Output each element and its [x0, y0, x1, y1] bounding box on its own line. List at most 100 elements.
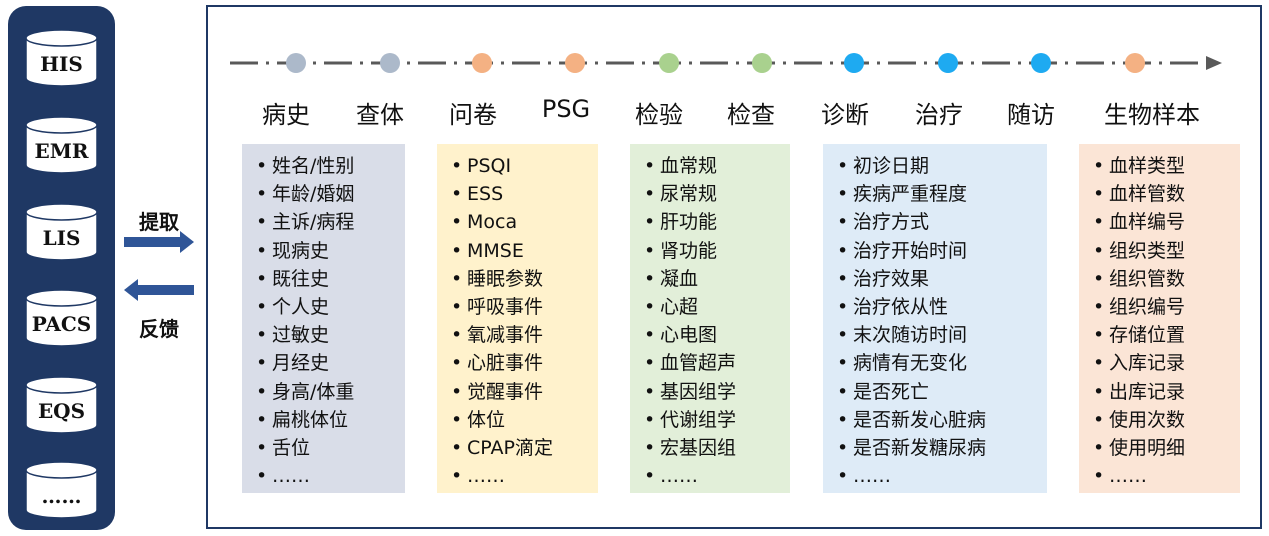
extract-label: 提取 — [139, 210, 179, 234]
list-item: 肾功能 — [644, 237, 782, 265]
list-item: 氧减事件 — [451, 321, 590, 349]
category-psg: PSG — [541, 95, 591, 123]
database-icon — [25, 289, 98, 347]
data-source-panel: HIS EMR LIS PACS EQS …… — [8, 6, 115, 530]
list-box-history-exam: 姓名/性别年龄/婚姻主诉/病程现病史既往史个人史过敏史月经史身高/体重扁桃体位舌… — [242, 144, 405, 493]
source-label: HIS — [40, 52, 83, 76]
database-icon — [25, 29, 98, 87]
list-item: 血样类型 — [1093, 152, 1232, 180]
source-emr: EMR — [24, 115, 99, 175]
list-item: 基因组学 — [644, 378, 782, 406]
bullet-list: 血常规尿常规肝功能肾功能凝血心超心电图血管超声基因组学代谢组学宏基因组…… — [644, 152, 782, 490]
list-item: 病情有无变化 — [837, 349, 1039, 377]
timeline — [230, 53, 1222, 73]
list-item: …… — [451, 462, 590, 490]
list-item: 尿常规 — [644, 180, 782, 208]
list-item: 呼吸事件 — [451, 293, 590, 321]
bullet-list: 血样类型血样管数血样编号组织类型组织管数组织编号存储位置入库记录出库记录使用次数… — [1093, 152, 1232, 490]
database-icon — [25, 461, 98, 519]
category-lab-test: 检验 — [635, 101, 683, 129]
list-item: 治疗方式 — [837, 208, 1039, 236]
list-item: 既往史 — [256, 265, 397, 293]
list-item: 使用明细 — [1093, 434, 1232, 462]
category-questionnaire: 问卷 — [449, 101, 497, 129]
source-his: HIS — [24, 28, 99, 88]
timeline-dot — [286, 53, 306, 73]
list-item: Moca — [451, 208, 590, 236]
timeline-arrowhead-icon — [1206, 56, 1222, 70]
list-item: …… — [1093, 462, 1232, 490]
list-box-lab-exam: 血常规尿常规肝功能肾功能凝血心超心电图血管超声基因组学代谢组学宏基因组…… — [630, 144, 790, 493]
list-item: 凝血 — [644, 265, 782, 293]
list-box-questionnaire-psg: PSQIESSMocaMMSE睡眠参数呼吸事件氧减事件心脏事件觉醒事件体位CPA… — [437, 144, 598, 493]
list-item: 血常规 — [644, 152, 782, 180]
list-item: 扁桃体位 — [256, 406, 397, 434]
list-item: 宏基因组 — [644, 434, 782, 462]
list-item: 觉醒事件 — [451, 378, 590, 406]
source-label: EMR — [34, 139, 89, 163]
list-item: 治疗开始时间 — [837, 237, 1039, 265]
list-item: …… — [256, 462, 397, 490]
list-item: 存储位置 — [1093, 321, 1232, 349]
list-item: 代谢组学 — [644, 406, 782, 434]
category-examination: 检查 — [727, 101, 775, 129]
feedback-label: 反馈 — [139, 317, 179, 341]
list-item: 血样编号 — [1093, 208, 1232, 236]
list-item: 组织管数 — [1093, 265, 1232, 293]
database-icon — [25, 203, 98, 261]
list-item: 入库记录 — [1093, 349, 1232, 377]
list-item: 心电图 — [644, 321, 782, 349]
source-label: EQS — [37, 399, 86, 423]
list-item: 主诉/病程 — [256, 208, 397, 236]
list-item: 体位 — [451, 406, 590, 434]
timeline-dot — [1031, 53, 1051, 73]
list-item: 出库记录 — [1093, 378, 1232, 406]
category-followup: 随访 — [1007, 101, 1055, 129]
source-more: …… — [24, 460, 99, 520]
database-icon — [25, 376, 98, 434]
list-item: 月经史 — [256, 349, 397, 377]
data-content-frame: 病史 查体 问卷 PSG 检验 检查 诊断 治疗 随访 生物样本 姓名/性别年龄… — [206, 5, 1262, 529]
category-treatment: 治疗 — [915, 101, 963, 129]
right-arrow-icon — [124, 231, 194, 253]
list-item: 治疗依从性 — [837, 293, 1039, 321]
source-label: …… — [41, 484, 82, 508]
list-item: …… — [644, 462, 782, 490]
list-item: 现病史 — [256, 237, 397, 265]
list-item: 是否死亡 — [837, 378, 1039, 406]
timeline-dot — [752, 53, 772, 73]
database-icon — [25, 116, 98, 174]
list-box-biosample: 血样类型血样管数血样编号组织类型组织管数组织编号存储位置入库记录出库记录使用次数… — [1079, 144, 1240, 493]
list-item: ESS — [451, 180, 590, 208]
list-item: MMSE — [451, 237, 590, 265]
list-item: …… — [837, 462, 1039, 490]
bullet-list: 姓名/性别年龄/婚姻主诉/病程现病史既往史个人史过敏史月经史身高/体重扁桃体位舌… — [256, 152, 397, 490]
list-item: 个人史 — [256, 293, 397, 321]
list-item: 末次随访时间 — [837, 321, 1039, 349]
list-item: 是否新发心脏病 — [837, 406, 1039, 434]
left-arrow-icon — [124, 279, 194, 301]
source-label: LIS — [42, 226, 81, 250]
source-eqs: EQS — [24, 375, 99, 435]
list-item: 血样管数 — [1093, 180, 1232, 208]
bullet-list: 初诊日期疾病严重程度治疗方式治疗开始时间治疗效果治疗依从性末次随访时间病情有无变… — [837, 152, 1039, 490]
source-pacs: PACS — [24, 288, 99, 348]
list-item: 姓名/性别 — [256, 152, 397, 180]
list-item: CPAP滴定 — [451, 434, 590, 462]
category-history: 病史 — [262, 101, 310, 129]
category-biosample: 生物样本 — [1104, 101, 1200, 129]
timeline-dot — [659, 53, 679, 73]
list-item: 过敏史 — [256, 321, 397, 349]
timeline-dot — [1125, 53, 1145, 73]
timeline-dot — [844, 53, 864, 73]
list-item: 身高/体重 — [256, 378, 397, 406]
list-item: PSQI — [451, 152, 590, 180]
list-item: 舌位 — [256, 434, 397, 462]
list-item: 疾病严重程度 — [837, 180, 1039, 208]
timeline-dot — [938, 53, 958, 73]
list-item: 组织类型 — [1093, 237, 1232, 265]
category-diagnosis: 诊断 — [821, 101, 869, 129]
list-item: 年龄/婚姻 — [256, 180, 397, 208]
list-item: 是否新发糖尿病 — [837, 434, 1039, 462]
list-item: 治疗效果 — [837, 265, 1039, 293]
